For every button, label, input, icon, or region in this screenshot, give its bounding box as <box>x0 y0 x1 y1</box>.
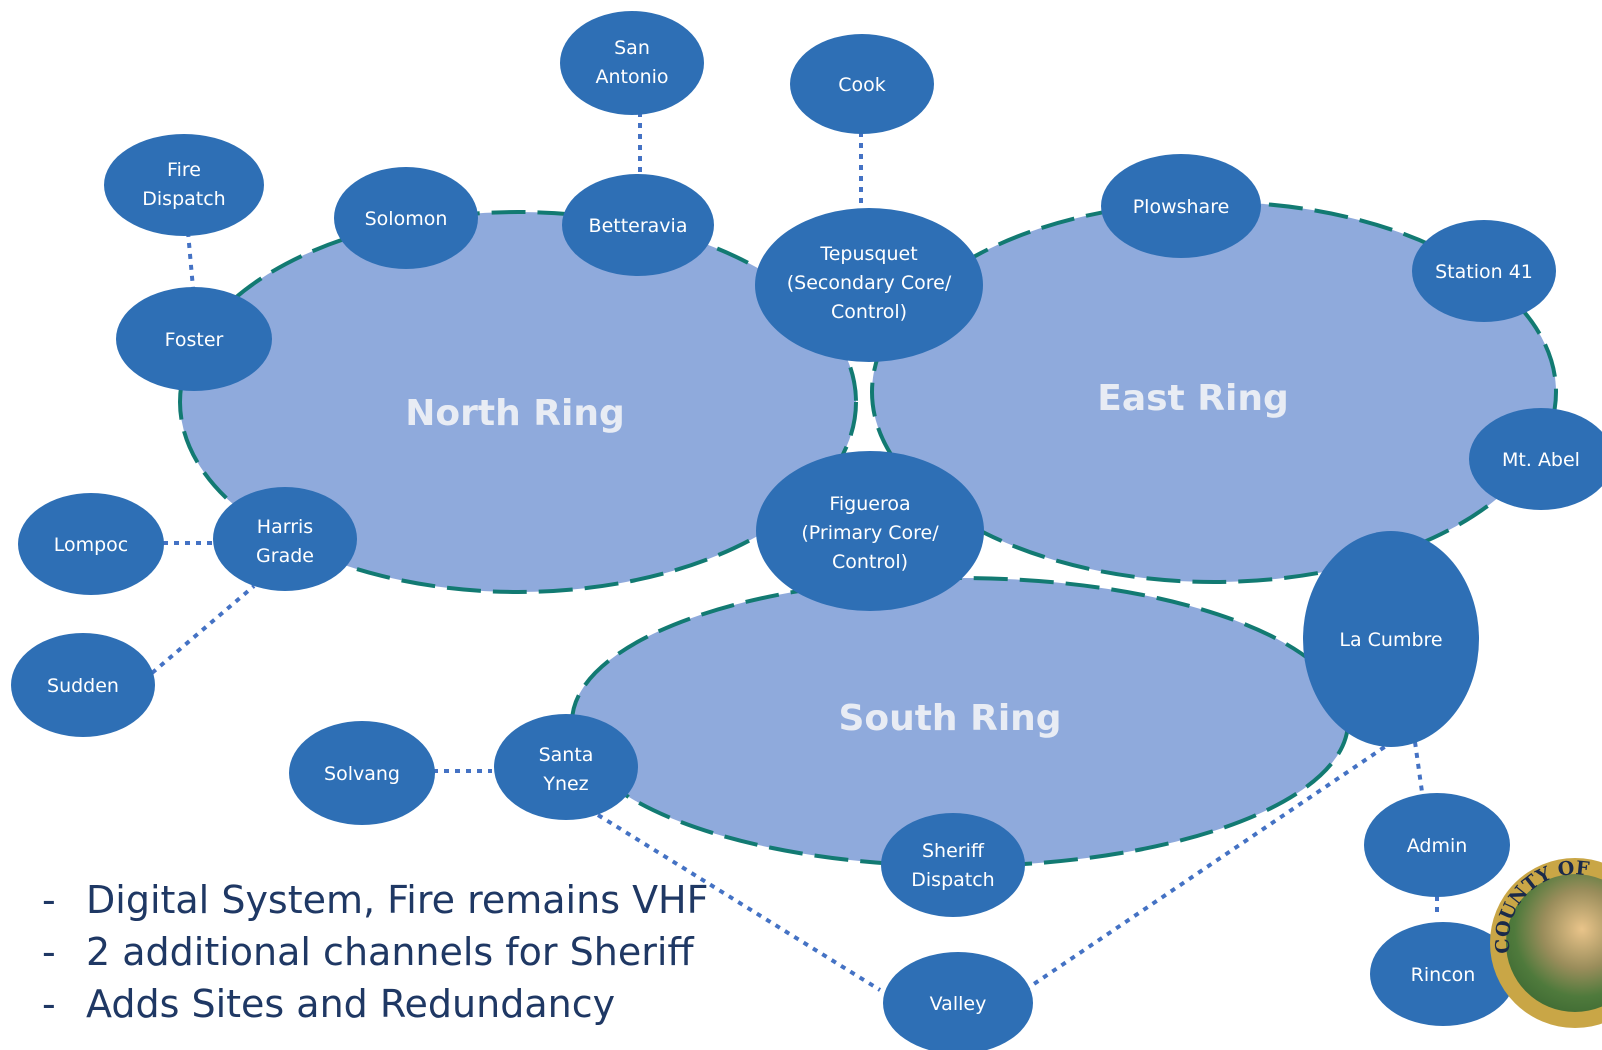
svg-text:Plowshare: Plowshare <box>1133 196 1230 218</box>
bullet-item: -Adds Sites and Redundancy <box>14 978 709 1030</box>
svg-text:Solomon: Solomon <box>365 208 448 230</box>
node-lompoc: Lompoc <box>18 493 164 595</box>
svg-text:Sudden: Sudden <box>47 675 119 697</box>
fire-dispatch-label-2: Dispatch <box>142 188 225 210</box>
bullet-dash: - <box>42 982 56 1026</box>
svg-text:Valley: Valley <box>930 993 987 1015</box>
fire-dispatch-label-1: Fire <box>167 159 201 181</box>
svg-text:Cook: Cook <box>838 74 886 96</box>
svg-text:Foster: Foster <box>165 329 224 351</box>
east-ring <box>870 200 1558 584</box>
node-valley: Valley <box>883 952 1033 1050</box>
bullet-dash: - <box>42 878 56 922</box>
santa-ynez-label-1: Santa <box>539 744 594 766</box>
south-ring-label: South Ring <box>838 698 1061 739</box>
solvang-label: Solvang <box>324 763 400 785</box>
plowshare-label: Plowshare <box>1133 196 1230 218</box>
node-tepusquet: Tepusquet (Secondary Core/Control) <box>755 208 983 362</box>
node-mt-abel: Mt. Abel <box>1469 408 1602 510</box>
lompoc-label: Lompoc <box>54 534 129 556</box>
svg-text:Betteravia: Betteravia <box>589 215 688 237</box>
harris-grade-label-2: Grade <box>256 545 314 567</box>
north-ring <box>178 210 858 594</box>
svg-text:Admin: Admin <box>1407 835 1468 857</box>
cook-label: Cook <box>838 74 886 96</box>
tepusquet-label-1: Tepusquet <box>819 243 917 265</box>
bullet-list: -Digital System, Fire remains VHF -2 add… <box>14 874 709 1030</box>
la-cumbre-label: La Cumbre <box>1339 629 1442 651</box>
tepusquet-label-2: (Secondary Core/ <box>787 272 952 294</box>
node-rincon: Rincon <box>1370 922 1516 1026</box>
svg-text:Figueroa(Primary Core/Control): Figueroa (Primary Core/Control) <box>801 493 939 573</box>
node-foster: Foster <box>116 287 272 391</box>
node-betteravia: Betteravia <box>562 174 714 276</box>
link-santa-ynez-valley <box>596 813 882 992</box>
bullet-text: Adds Sites and Redundancy <box>86 982 616 1026</box>
sheriff-dispatch-label-2: Dispatch <box>911 869 994 891</box>
mt-abel-label: Mt. Abel <box>1502 449 1580 471</box>
betteravia-label: Betteravia <box>589 215 688 237</box>
county-seal-logo: COUNTY OF <box>1490 858 1602 1028</box>
bullet-dash: - <box>42 930 56 974</box>
node-figueroa: Figueroa (Primary Core/Control) <box>756 451 984 611</box>
rincon-label: Rincon <box>1411 964 1476 986</box>
foster-label: Foster <box>165 329 224 351</box>
figueroa-label-3: Control) <box>832 551 908 573</box>
bullet-item: -2 additional channels for Sheriff <box>14 926 709 978</box>
svg-text:Mt. Abel: Mt. Abel <box>1502 449 1580 471</box>
valley-label: Valley <box>930 993 987 1015</box>
svg-text:Solvang: Solvang <box>324 763 400 785</box>
bullet-text: Digital System, Fire remains VHF <box>86 878 709 922</box>
node-sudden: Sudden <box>11 633 155 737</box>
node-cook: Cook <box>790 34 934 134</box>
svg-text:Lompoc: Lompoc <box>54 534 129 556</box>
east-ring-label: East Ring <box>1097 378 1289 419</box>
node-station41: Station 41 <box>1412 220 1556 322</box>
tepusquet-label-3: Control) <box>831 301 907 323</box>
link-sudden-harris-grade <box>150 584 256 675</box>
link-valley-la-cumbre <box>1023 744 1388 992</box>
link-fire-dispatch-foster <box>186 231 195 289</box>
san-antonio-label-1: San <box>614 37 650 59</box>
svg-text:La Cumbre: La Cumbre <box>1339 629 1442 651</box>
harris-grade-label-1: Harris <box>257 516 313 538</box>
seal-text-ring: COUNTY OF <box>1491 858 1590 954</box>
san-antonio-label-2: Antonio <box>595 66 668 88</box>
node-admin: Admin <box>1364 793 1510 897</box>
station41-label: Station 41 <box>1435 261 1533 283</box>
dotted-links <box>150 112 1439 992</box>
seal-text: COUNTY OF <box>1491 858 1590 954</box>
figueroa-label-2: (Primary Core/ <box>801 522 939 544</box>
link-la-cumbre-admin <box>1413 741 1424 793</box>
santa-ynez-label-2: Ynez <box>542 773 588 795</box>
bullet-text: 2 additional channels for Sheriff <box>86 930 694 974</box>
node-solvang: Solvang <box>289 721 435 825</box>
sudden-label: Sudden <box>47 675 119 697</box>
svg-text:COUNTY OF: COUNTY OF <box>1491 858 1590 954</box>
admin-label: Admin <box>1407 835 1468 857</box>
figueroa-label-1: Figueroa <box>829 493 910 515</box>
node-la-cumbre: La Cumbre <box>1303 531 1479 747</box>
sheriff-dispatch-label-1: Sheriff <box>922 840 985 862</box>
node-plowshare: Plowshare <box>1101 154 1261 258</box>
north-ring-label: North Ring <box>405 393 624 434</box>
node-solomon: Solomon <box>334 167 478 269</box>
svg-text:Station 41: Station 41 <box>1435 261 1533 283</box>
bullet-item: -Digital System, Fire remains VHF <box>14 874 709 926</box>
svg-text:Tepusquet(Secondary Core/Contr: Tepusquet (Secondary Core/Control) <box>787 243 952 323</box>
solomon-label: Solomon <box>365 208 448 230</box>
svg-text:Rincon: Rincon <box>1411 964 1476 986</box>
